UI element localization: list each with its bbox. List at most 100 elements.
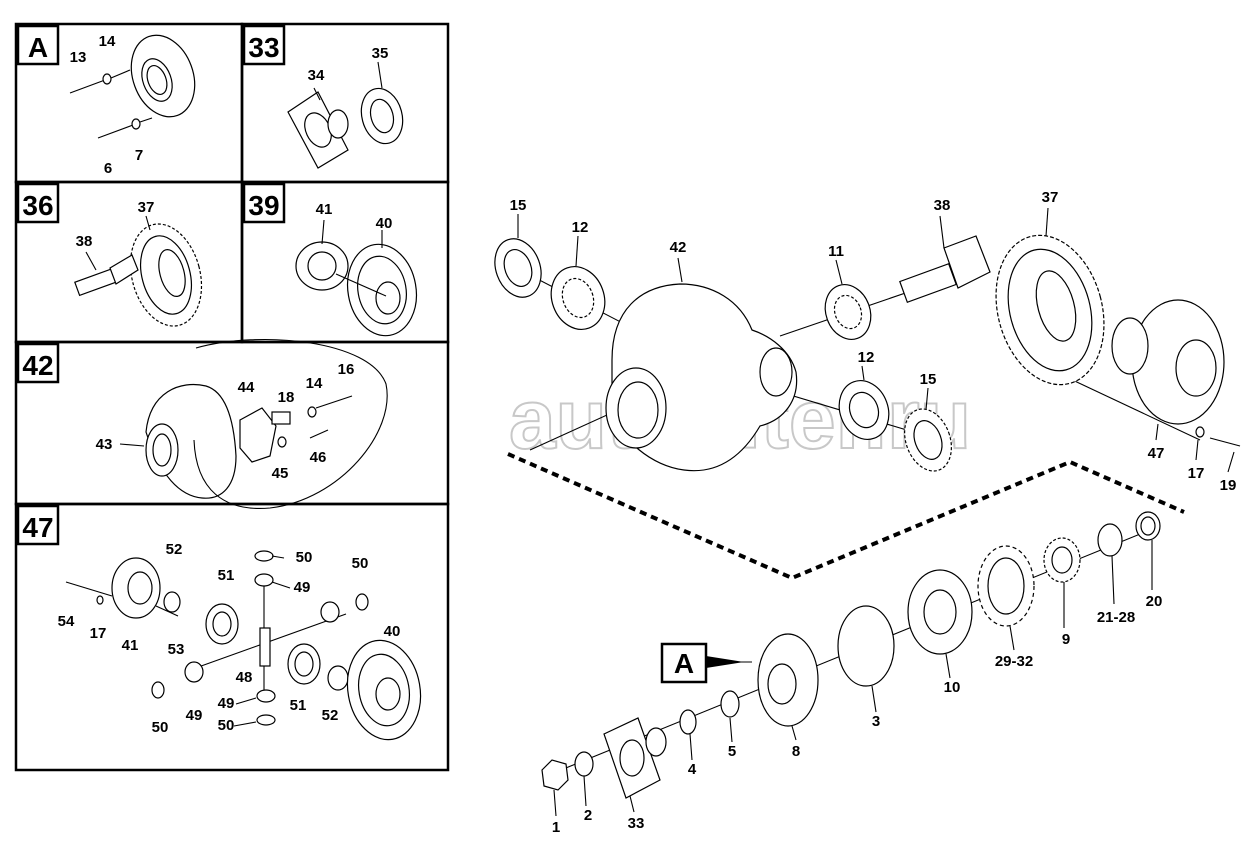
washer-50-top xyxy=(254,550,274,562)
label-10: 10 xyxy=(944,679,961,696)
thrust-washer-52 xyxy=(163,591,181,613)
label-29-32: 29-32 xyxy=(995,653,1033,670)
spacers-21-28 xyxy=(1097,523,1123,557)
gasket-3 xyxy=(837,605,895,687)
pinion-49-top xyxy=(254,573,274,587)
bolt-19 xyxy=(1209,437,1241,447)
panel-39: 39 41 40 xyxy=(242,182,418,337)
label-1: 1 xyxy=(552,819,560,836)
label-49: 49 xyxy=(186,707,203,724)
washer-17 xyxy=(96,595,104,605)
label-12: 12 xyxy=(858,349,875,366)
panel-47: 47 52 50 51 49 50 54 17 xyxy=(16,504,422,741)
label-46: 46 xyxy=(310,449,327,466)
label-40: 40 xyxy=(376,215,393,232)
label-52: 52 xyxy=(166,541,183,558)
label-43: 43 xyxy=(96,436,113,453)
label-17: 17 xyxy=(1188,465,1205,482)
bearing-cap-44 xyxy=(239,407,277,463)
pinion-38 xyxy=(899,263,957,303)
label-50: 50 xyxy=(218,717,235,734)
o-ring-5 xyxy=(720,690,740,718)
panel-47-tag: 47 xyxy=(22,512,53,543)
label-45: 45 xyxy=(272,465,289,482)
pin-53 xyxy=(155,605,179,617)
label-35: 35 xyxy=(372,45,389,62)
label-13: 13 xyxy=(70,49,87,66)
panel-33: 33 34 35 xyxy=(242,24,404,169)
pinion-49-bottom xyxy=(256,689,276,703)
washer-14 xyxy=(307,406,317,418)
bolt-46 xyxy=(309,429,329,439)
label-49: 49 xyxy=(218,695,235,712)
label-54: 54 xyxy=(58,613,75,630)
label-2: 2 xyxy=(584,807,592,824)
label-4: 4 xyxy=(688,761,697,778)
pinion-49-left xyxy=(184,661,204,683)
panel-33-tag: 33 xyxy=(248,32,279,63)
label-20: 20 xyxy=(1146,593,1163,610)
label-34: 34 xyxy=(308,67,325,84)
label-50: 50 xyxy=(352,555,369,572)
washer-14 xyxy=(102,73,112,85)
panel-a-tag: A xyxy=(28,32,48,63)
label-44: 44 xyxy=(238,379,255,396)
panel-36-tag: 36 xyxy=(22,190,53,221)
nut-1 xyxy=(541,759,569,791)
o-ring-4 xyxy=(679,709,697,735)
label-51: 51 xyxy=(290,697,307,714)
main-exploded-view: A 15 12 42 11 38 37 12 15 4 xyxy=(494,189,1241,836)
label-48: 48 xyxy=(236,669,253,686)
label-3: 3 xyxy=(872,713,880,730)
label-21-28: 21-28 xyxy=(1097,609,1135,626)
panel-36: 36 37 38 xyxy=(16,182,203,327)
label-8: 8 xyxy=(792,743,800,760)
washer-2 xyxy=(574,751,594,777)
panel-42-tag: 42 xyxy=(22,350,53,381)
washer-17 xyxy=(1195,426,1205,438)
washer-50-right xyxy=(355,593,369,611)
washer-50-bottom xyxy=(256,714,276,726)
bolt-13 xyxy=(69,79,106,94)
label-47: 47 xyxy=(1148,445,1165,462)
label-12: 12 xyxy=(572,219,589,236)
lock-plate-18 xyxy=(271,411,291,425)
label-14: 14 xyxy=(99,33,116,50)
label-40: 40 xyxy=(384,623,401,640)
panel-a: A 13 14 6 7 xyxy=(16,24,196,177)
panel-39-tag: 39 xyxy=(248,190,279,221)
label-17: 17 xyxy=(90,625,107,642)
label-6: 6 xyxy=(104,160,112,177)
label-49: 49 xyxy=(294,579,311,596)
label-38: 38 xyxy=(76,233,93,250)
label-41: 41 xyxy=(316,201,333,218)
label-7: 7 xyxy=(135,147,143,164)
label-15: 15 xyxy=(920,371,937,388)
label-53: 53 xyxy=(168,641,185,658)
label-42: 42 xyxy=(670,239,687,256)
label-37: 37 xyxy=(1042,189,1059,206)
label-51: 51 xyxy=(218,567,235,584)
washer-7 xyxy=(131,118,141,130)
label-38: 38 xyxy=(934,197,951,214)
label-37: 37 xyxy=(138,199,155,216)
label-5: 5 xyxy=(728,743,736,760)
panel-42: 42 44 18 14 16 43 45 46 xyxy=(16,339,388,510)
label-52: 52 xyxy=(322,707,339,724)
pinion-38 xyxy=(74,267,118,297)
bolt-16 xyxy=(315,395,353,409)
label-16: 16 xyxy=(338,361,355,378)
label-11: 11 xyxy=(828,243,844,260)
label-50: 50 xyxy=(296,549,313,566)
thrust-washer-52b xyxy=(327,665,349,691)
label-41: 41 xyxy=(122,637,139,654)
label-33: 33 xyxy=(628,815,645,832)
label-18: 18 xyxy=(278,389,295,406)
label-19: 19 xyxy=(1220,477,1237,494)
callout-a-tag: A xyxy=(674,648,694,679)
label-15: 15 xyxy=(510,197,527,214)
label-14: 14 xyxy=(306,375,323,392)
label-9: 9 xyxy=(1062,631,1070,648)
bolt-6 xyxy=(97,124,134,139)
